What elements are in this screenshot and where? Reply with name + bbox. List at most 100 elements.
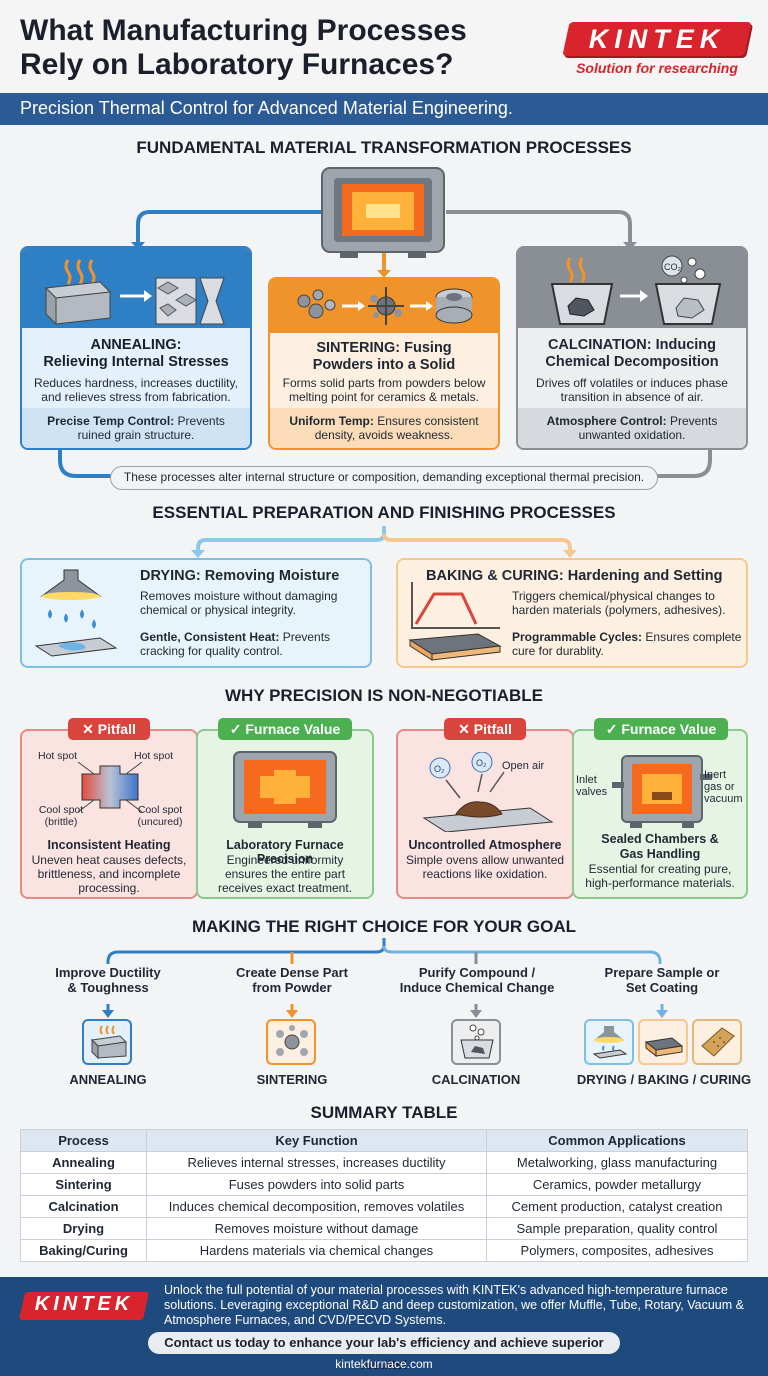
sintering-note-band (270, 408, 498, 448)
pitfall-badge-2: ✕ Pitfall (444, 718, 526, 740)
x-icon: ✕ (82, 721, 98, 737)
choice-label-calcination: CALCINATION (431, 1072, 521, 1087)
footer-cta[interactable]: Contact us today to enhance your lab's e… (148, 1332, 620, 1372)
table-cell: Fuses powders into solid parts (146, 1173, 487, 1196)
choice-label-drying: DRYING / BAKING / CURING (576, 1072, 752, 1087)
table-cell: Relieves internal stresses, increases du… (146, 1151, 487, 1174)
precision-furnace-icon (233, 751, 337, 828)
annealing-icon (44, 259, 225, 326)
sintering-mini-icon (276, 1025, 308, 1056)
o2-label-1: O₂ (434, 764, 445, 774)
footer-text: Unlock the full potential of your materi… (164, 1283, 744, 1327)
subtitle-bar (0, 93, 768, 125)
value-precision-text: Engineered uniformity ensures the entire… (217, 853, 353, 895)
calcination-note-band (518, 408, 746, 448)
value-sealed-text: Essential for creating pure, high-perfor… (585, 862, 735, 890)
footer-url[interactable]: kintekfurnace.com (335, 1357, 433, 1371)
summary-table: Process Key Function Common Applications… (20, 1129, 748, 1262)
subtitle: Precision Thermal Control for Advanced M… (20, 98, 513, 118)
calcination-note: Atmosphere Control: Prevents unwanted ox… (546, 414, 718, 442)
section-heading-summary: SUMMARY TABLE (310, 1103, 458, 1122)
table-cell: Polymers, composites, adhesives (486, 1239, 748, 1262)
sintering-icon (297, 287, 473, 325)
pitfall-atmosphere-text: Simple ovens allow unwanted reactions li… (405, 853, 565, 881)
inert-gas-label: Inert gas or vacuum (704, 769, 743, 805)
inlet-valves-label: Inlet valves (576, 774, 608, 798)
drying-icon (34, 569, 118, 657)
table-cell: Calcination (20, 1195, 147, 1218)
pitfall-badge-1: ✕ Pitfall (68, 718, 150, 740)
fundamental-footer-note: These processes alter internal structure… (110, 466, 658, 490)
pitfall-atmosphere-title: Uncontrolled Atmosphere (408, 838, 562, 852)
furnace-icon (321, 167, 445, 258)
section-heading-choice: MAKING THE RIGHT CHOICE FOR YOUR GOAL (191, 917, 577, 936)
cool-spot-label-2: Cool spot (uncured) (137, 804, 183, 828)
prep-connector (191, 526, 577, 558)
calcination-mini-icon (460, 1024, 494, 1059)
open-air-label: Open air (502, 760, 545, 772)
x-icon: ✕ (458, 721, 474, 737)
drying-mini-icon (592, 1026, 628, 1059)
baking-mini-icon (644, 1037, 684, 1058)
goal-purify: Purify Compound /Induce Chemical Change (399, 965, 555, 995)
baking-text: Triggers chemical/physical changes to ha… (512, 589, 726, 617)
pitfall-heating-title: Inconsistent Heating (47, 838, 171, 852)
baking-note: Programmable Cycles: Ensures complete cu… (512, 630, 742, 658)
section-heading-precision: WHY PRECISION IS NON-NEGOTIABLE (225, 686, 543, 705)
column-header: Process (20, 1129, 147, 1152)
table-cell: Drying (20, 1217, 147, 1240)
baking-icon (408, 582, 502, 661)
table-cell: Hardens materials via chemical changes (146, 1239, 487, 1262)
o2-label-2: O₂ (476, 758, 487, 768)
value-badge-2: ✓ Furnace Value (594, 718, 728, 740)
choice-connector (102, 938, 668, 1018)
column-header: Common Applications (486, 1129, 748, 1152)
table-cell: Ceramics, powder metallurgy (486, 1173, 748, 1196)
footer-logo-text: KINTEK (34, 1293, 134, 1315)
calcination-text: Drives off volatiles or induces phase tr… (536, 376, 728, 404)
value-badge-1: ✓ Furnace Value (218, 718, 352, 740)
check-icon: ✓ (229, 721, 246, 737)
goal-ductility: Improve Ductility& Toughness (55, 965, 161, 995)
logo-tagline: Solution for researching (576, 60, 738, 76)
section-heading-preparation: ESSENTIAL PREPARATION AND FINISHING PROC… (152, 503, 616, 522)
oxidation-icon: O₂ O₂ (422, 752, 554, 832)
baking-title: BAKING & CURING: Hardening and Setting (426, 568, 723, 584)
table-cell: Induces chemical decomposition, removes … (146, 1195, 487, 1218)
logo-text: KINTEK (588, 24, 726, 54)
check-icon: ✓ (605, 721, 622, 737)
co2-label: CO₂ (664, 262, 682, 272)
value-precision-title: Laboratory Furnace Precision (226, 838, 344, 866)
curing-mini-icon (701, 1027, 735, 1057)
table-cell: Cement production, catalyst creation (486, 1195, 748, 1218)
sintering-note: Uniform Temp: Ensures consistent density… (289, 414, 479, 442)
annealing-note: Precise Temp Control: Prevents ruined gr… (47, 414, 225, 442)
annealing-text: Reduces hardness, increases ductility, a… (34, 376, 238, 404)
drying-note: Gentle, Consistent Heat: Prevents cracki… (140, 630, 331, 658)
pitfall-heating-text: Uneven heat causes defects, brittleness,… (31, 853, 187, 895)
annealing-mini-icon (90, 1025, 128, 1060)
table-cell: Sample preparation, quality control (486, 1217, 748, 1240)
calcination-icon: CO₂ (550, 255, 722, 325)
value-sealed-title: Sealed Chambers &Gas Handling (601, 832, 719, 861)
annealing-note-band (22, 408, 250, 448)
table-cell: Annealing (20, 1151, 147, 1174)
table-cell: Sintering (20, 1173, 147, 1196)
sintering-text: Forms solid parts from powders below mel… (282, 376, 486, 404)
table-cell: Metalworking, glass manufacturing (486, 1151, 748, 1174)
table-header-row: Process Key Function Common Applications (20, 1129, 748, 1152)
hot-spot-label-2: Hot spot (134, 750, 174, 762)
choice-label-sintering: SINTERING (256, 1072, 328, 1087)
column-header: Key Function (146, 1129, 487, 1152)
drying-text: Removes moisture without damaging chemic… (140, 589, 338, 617)
hot-spot-label-1: Hot spot (38, 750, 78, 762)
sealed-chamber-icon (612, 755, 712, 828)
